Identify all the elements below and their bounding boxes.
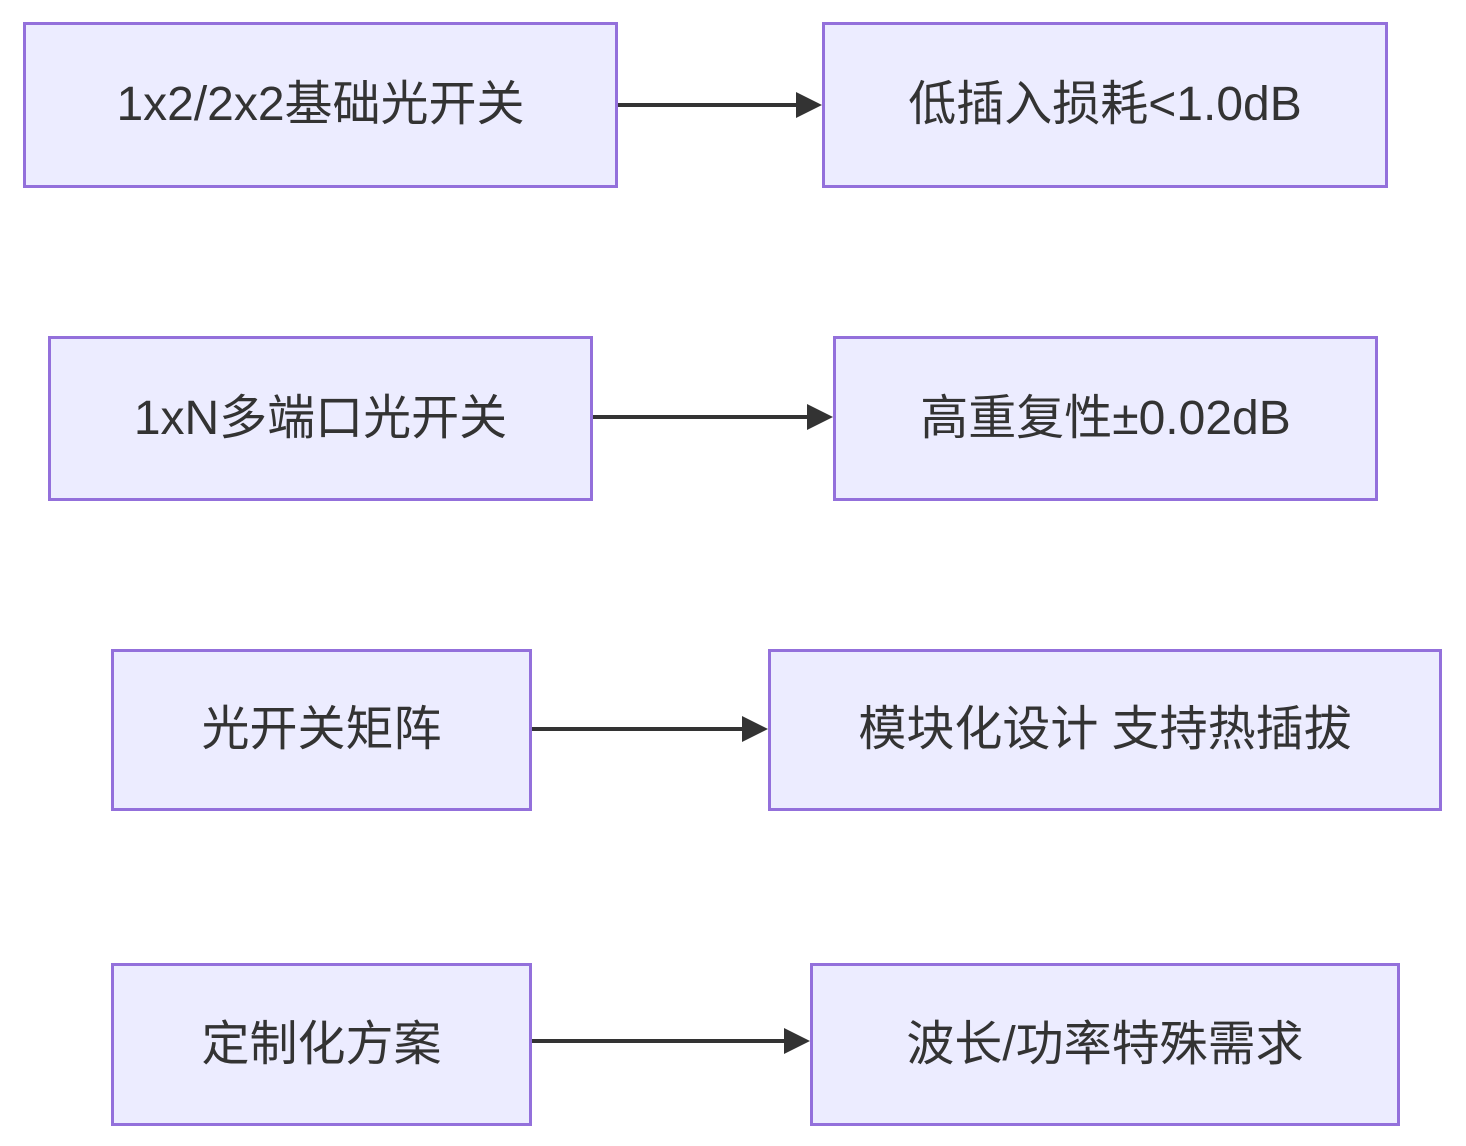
flow-node-repeatability: 高重复性±0.02dB bbox=[833, 336, 1378, 501]
flow-arrow-row4 bbox=[532, 1027, 810, 1055]
arrow-shaft bbox=[532, 727, 746, 731]
flow-arrow-row2 bbox=[593, 403, 833, 431]
arrow-shaft bbox=[593, 415, 811, 419]
flow-arrow-row1 bbox=[618, 91, 822, 119]
arrow-shaft bbox=[618, 103, 800, 107]
arrowhead-icon bbox=[796, 92, 822, 118]
flow-node-multiport-switch: 1xN多端口光开关 bbox=[48, 336, 593, 501]
arrowhead-icon bbox=[742, 716, 768, 742]
flow-arrow-row3 bbox=[532, 715, 768, 743]
arrowhead-icon bbox=[784, 1028, 810, 1054]
arrow-shaft bbox=[532, 1039, 788, 1043]
flow-node-modular-design: 模块化设计 支持热插拔 bbox=[768, 649, 1442, 811]
flow-node-basic-switch: 1x2/2x2基础光开关 bbox=[23, 22, 618, 188]
flow-node-custom-solution: 定制化方案 bbox=[111, 963, 532, 1126]
flow-node-special-requirements: 波长/功率特殊需求 bbox=[810, 963, 1400, 1126]
flow-node-switch-matrix: 光开关矩阵 bbox=[111, 649, 532, 811]
arrowhead-icon bbox=[807, 404, 833, 430]
flow-node-insertion-loss: 低插入损耗<1.0dB bbox=[822, 22, 1388, 188]
